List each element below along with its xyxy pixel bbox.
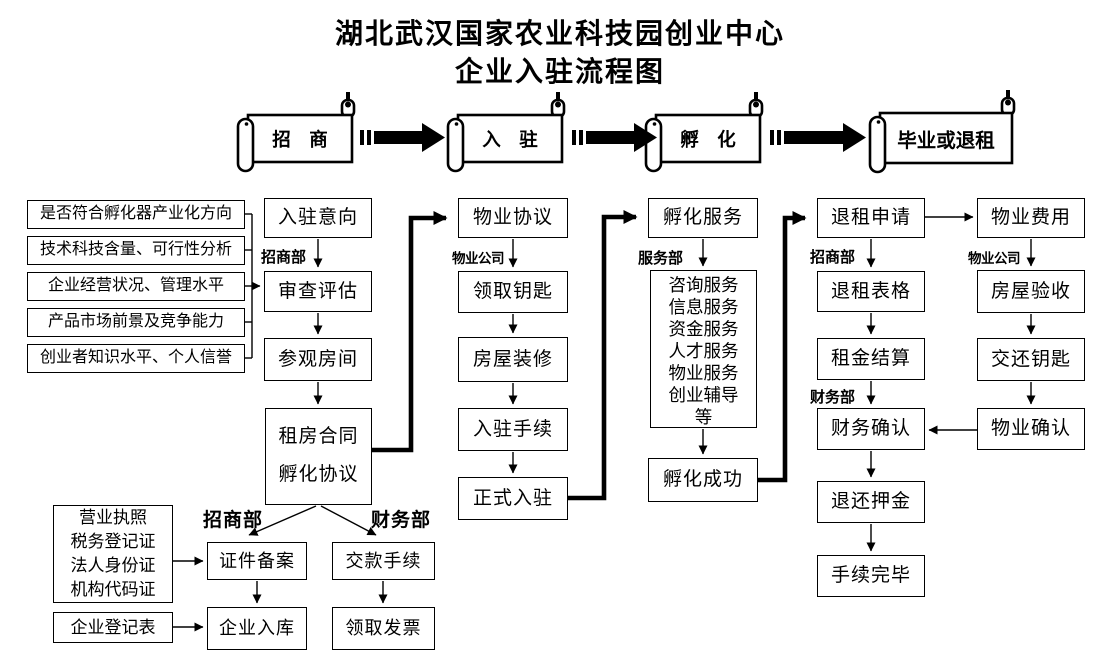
dept-label-zhaoshangbu-bottom: 招商部 (203, 510, 264, 531)
dept-label-zhaoshangbu-col2: 招商部 (261, 250, 307, 266)
node-property-agreement: 物业协议 (458, 198, 568, 238)
criteria-item: 产品市场前景及竞争能力 (27, 308, 245, 337)
phase-banner-zhaoshang: 招 商 (272, 130, 328, 151)
dept-label-caiwubu-col5: 财务部 (810, 390, 856, 406)
node-lease-contract: 租房合同 孵化协议 (265, 408, 372, 505)
phase-arrow-1 (360, 123, 445, 152)
node-rent-settlement: 租金结算 (817, 338, 925, 380)
service-item: 物业服务 (668, 363, 739, 383)
thick-connectors (372, 210, 807, 501)
phase-banner-shape-fuhua (644, 92, 764, 173)
incubation-agreement-line: 孵化协议 (278, 464, 359, 486)
dept-label-fuwubu-col4: 服务部 (638, 251, 684, 267)
phase-banner-shape-ruzhu (446, 92, 566, 173)
criteria-bracket (245, 213, 261, 359)
document-item: 营业执照 (79, 508, 147, 527)
node-get-keys: 领取钥匙 (458, 271, 568, 313)
node-service-list: 咨询服务 信息服务 资金服务 人才服务 物业服务 创业辅导 等 (650, 270, 757, 428)
flow-arrows (173, 212, 1036, 632)
dept-label-zhaoshangbu-col5: 招商部 (810, 250, 856, 266)
phase-banner-shape-zhaoshang (236, 92, 356, 173)
criteria-item: 是否符合孵化器产业化方向 (27, 200, 245, 229)
node-procedures-complete: 手续完毕 (817, 555, 925, 597)
node-receive-invoice: 领取发票 (332, 607, 435, 650)
node-lease-termination-application: 退租申请 (817, 198, 925, 238)
node-visit-rooms: 参观房间 (264, 338, 372, 381)
node-return-keys: 交还钥匙 (977, 338, 1085, 381)
node-finance-confirmation: 财务确认 (817, 408, 925, 450)
dept-label-wuyegongsi-col3: 物业公司 (452, 251, 505, 266)
document-item: 税务登记证 (70, 532, 156, 551)
dept-label-wuyegongsi-col6: 物业公司 (968, 251, 1021, 266)
node-certificate-filing: 证件备案 (207, 542, 307, 580)
node-enterprise-registration-form: 企业登记表 (53, 612, 173, 643)
document-item: 机构代码证 (70, 580, 156, 599)
phase-banner-shape-biye (868, 90, 1016, 174)
node-deposit-refund: 退还押金 (817, 481, 925, 523)
service-item: 资金服务 (668, 319, 739, 339)
phase-banner-ruzhu: 入 驻 (482, 130, 538, 151)
service-item: 信息服务 (668, 297, 739, 317)
node-house-decoration: 房屋装修 (458, 337, 568, 382)
service-item: 等 (694, 407, 713, 427)
document-item: 法人身份证 (70, 556, 156, 575)
node-official-entry: 正式入驻 (458, 477, 568, 520)
criteria-item: 企业经营状况、管理水平 (27, 272, 245, 301)
node-review-assessment: 审查评估 (264, 271, 372, 312)
node-incubation-services: 孵化服务 (648, 198, 758, 238)
node-entry-procedures: 入驻手续 (458, 408, 568, 451)
phase-arrow-3 (770, 123, 866, 152)
dept-label-caiwubu-bottom: 财务部 (371, 510, 432, 531)
phase-banner-fuhua: 孵 化 (680, 130, 736, 151)
node-property-confirmation: 物业确认 (977, 408, 1085, 450)
node-entry-intention: 入驻意向 (264, 198, 372, 238)
page-title: 湖北武汉国家农业科技园创业中心 (334, 19, 785, 50)
node-incubation-success: 孵化成功 (648, 458, 758, 502)
page-subtitle: 企业入驻流程图 (454, 57, 665, 88)
node-property-fees: 物业费用 (977, 198, 1085, 238)
node-termination-form: 退租表格 (817, 271, 925, 312)
criteria-item: 创业者知识水平、个人信誉 (27, 344, 245, 373)
phase-arrow-2 (572, 123, 657, 152)
node-required-documents: 营业执照 税务登记证 法人身份证 机构代码证 (53, 505, 173, 603)
criteria-item: 技术科技含量、可行性分析 (27, 236, 245, 265)
service-item: 创业辅导 (668, 385, 739, 405)
lease-contract-line: 租房合同 (278, 425, 359, 447)
service-item: 人才服务 (668, 341, 739, 361)
node-house-inspection: 房屋验收 (977, 270, 1085, 313)
phase-banner-biye: 毕业或退租 (897, 130, 995, 152)
node-enterprise-database-entry: 企业入库 (207, 607, 307, 650)
node-payment-procedures: 交款手续 (332, 542, 435, 580)
service-item: 咨询服务 (668, 275, 739, 295)
